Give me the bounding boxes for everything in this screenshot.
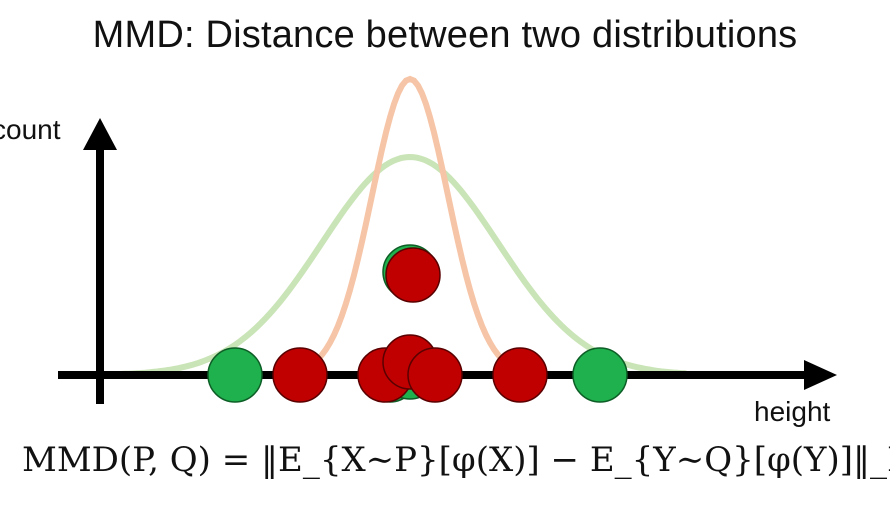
x-axis-arrowhead [804, 360, 837, 390]
red-point [492, 347, 548, 403]
slide-title: MMD: Distance between two distributions [92, 14, 798, 56]
red-point [385, 247, 441, 303]
data-points [207, 244, 628, 403]
green-point [207, 347, 263, 403]
orange-distribution-curve [215, 75, 593, 378]
mmd-formula: MMD(P, Q) = ‖E_{X∼P}[φ(X)] − E_{Y∼Q}[φ(Y… [22, 440, 890, 480]
x-axis-label: height [754, 396, 831, 427]
green-distribution-curve [102, 153, 688, 378]
y-axis-arrowhead [83, 118, 117, 150]
y-axis-label: count [0, 114, 61, 145]
red-point [407, 347, 463, 403]
green-point [572, 347, 628, 403]
red-point [272, 347, 328, 403]
